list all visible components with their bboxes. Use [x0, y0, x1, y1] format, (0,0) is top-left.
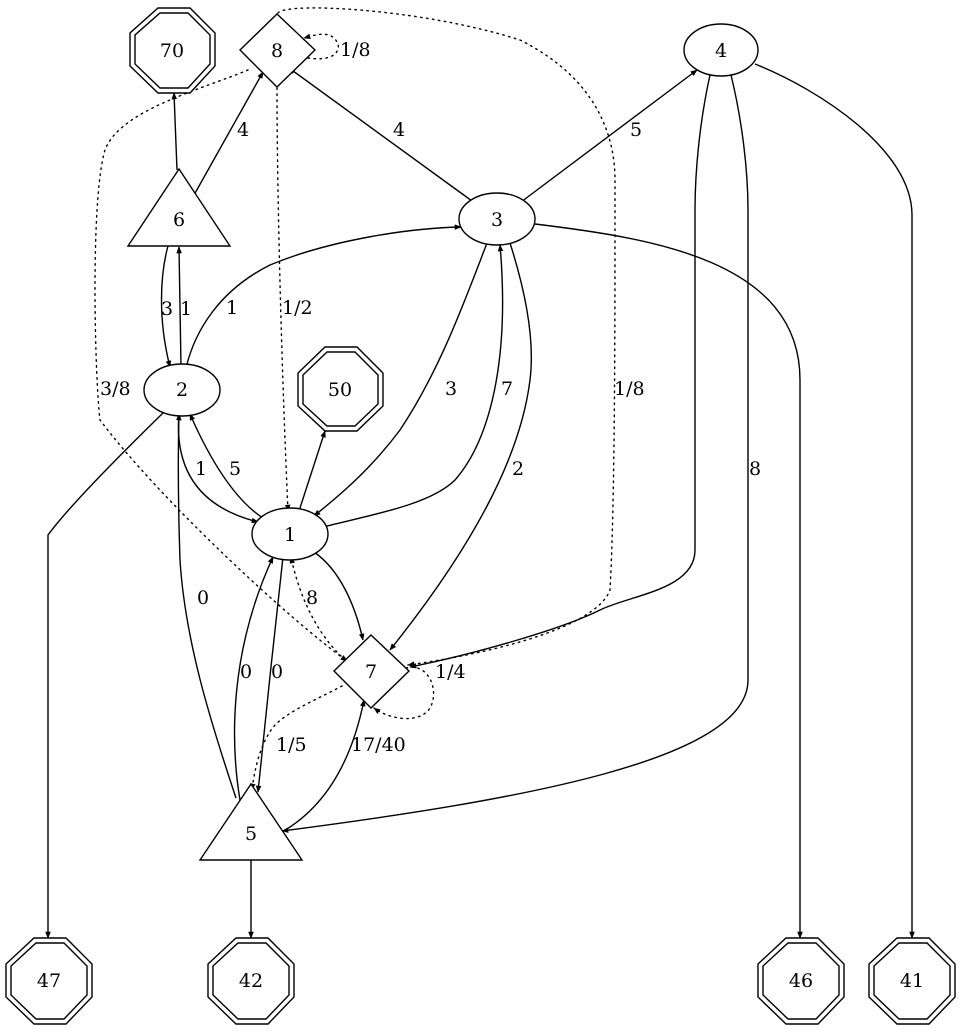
node-label-46: 46 — [789, 970, 813, 992]
node-70[interactable]: 70 — [129, 7, 216, 94]
edge-label-1-5: 0 — [271, 661, 283, 683]
edge-label-2-6: 1 — [180, 298, 192, 320]
edge-label-3-1: 3 — [445, 378, 457, 400]
edge-label-1-2: 5 — [229, 458, 241, 480]
node-1[interactable]: 1 — [251, 507, 329, 561]
node-5[interactable]: 5 — [198, 782, 304, 861]
edge-1-5: 0 — [255, 556, 284, 793]
edge-3-4: 5 — [520, 69, 698, 203]
node-label-2: 2 — [176, 379, 188, 401]
edge-2-6: 1 — [176, 246, 192, 368]
edge-6-8: 4 — [193, 71, 264, 196]
edge-1-50 — [298, 430, 326, 512]
edge-8-8: 1/8 — [303, 33, 371, 61]
edge-label-4-5: 8 — [749, 458, 761, 480]
edge-3-1: 3 — [313, 242, 488, 517]
edge-label-5-2: 0 — [197, 587, 209, 609]
edge-label-7-7: 1/4 — [435, 661, 466, 683]
node-label-47: 47 — [37, 970, 61, 992]
edge-4-5: 8 — [281, 74, 761, 833]
node-4[interactable]: 4 — [683, 23, 759, 77]
node-42[interactable]: 42 — [207, 937, 295, 1025]
edge-label-1-3: 7 — [501, 378, 513, 400]
node-41[interactable]: 41 — [868, 937, 956, 1025]
edge-label-2-3: 1 — [226, 297, 238, 319]
edge-3-46 — [534, 223, 803, 939]
edge-7-1: 8 — [289, 556, 351, 665]
node-label-8: 8 — [271, 40, 283, 62]
edge-5-2: 0 — [176, 413, 237, 799]
edge-label-6-2: 3 — [161, 298, 173, 320]
node-label-41: 41 — [900, 970, 924, 992]
edge-label-7-1: 8 — [306, 587, 318, 609]
node-46[interactable]: 46 — [757, 937, 845, 1025]
node-3[interactable]: 3 — [458, 192, 536, 246]
edge-label-3-8: 4 — [393, 119, 405, 141]
edge-4-41 — [754, 63, 915, 939]
edge-label-7-5: 1/5 — [276, 734, 307, 756]
edge-3-8: 4 — [288, 67, 473, 202]
edge-7-5: 1/5 — [249, 685, 343, 791]
edge-8-7-left: 3/8 — [94, 69, 348, 662]
edge-label-3-7: 2 — [512, 458, 524, 480]
edge-label-3-4: 5 — [630, 119, 642, 141]
node-8[interactable]: 8 — [239, 13, 317, 88]
edge-6-70 — [171, 92, 178, 171]
edge-label-5-1: 0 — [240, 661, 252, 683]
edge-label-8-7-left: 3/8 — [100, 378, 131, 400]
node-7[interactable]: 7 — [333, 634, 411, 709]
edge-1-3: 7 — [322, 244, 513, 528]
node-47[interactable]: 47 — [5, 937, 93, 1025]
edge-5-1: 0 — [233, 556, 274, 801]
edge-1-7 — [313, 551, 365, 641]
edge-6-2: 3 — [160, 245, 173, 368]
edge-8-7-right: 1/8 — [277, 7, 645, 667]
edge-1-2: 5 — [189, 413, 264, 519]
edge-label-5-7: 17/40 — [351, 734, 406, 756]
edge-7-7: 1/4 — [373, 661, 466, 720]
node-label-50: 50 — [328, 379, 352, 401]
node-6[interactable]: 6 — [126, 167, 232, 247]
node-label-70: 70 — [160, 40, 184, 62]
edge-label-8-1: 1/2 — [282, 297, 313, 319]
node-label-6: 6 — [173, 209, 185, 231]
edges: 1/8 1/2 3/8 1/8 4 3 — [45, 7, 915, 939]
node-label-5: 5 — [245, 823, 257, 845]
edge-3-7: 2 — [389, 242, 532, 651]
nodes: 70 8 4 6 3 2 50 — [5, 7, 956, 1025]
edge-2-3: 1 — [185, 224, 462, 369]
edge-label-6-8: 4 — [237, 119, 249, 141]
edge-5-7: 17/40 — [281, 699, 406, 833]
edge-label-2-1: 1 — [195, 458, 207, 480]
edge-label-8-8: 1/8 — [340, 39, 371, 61]
edge-4-7 — [409, 74, 711, 669]
node-50[interactable]: 50 — [297, 346, 384, 432]
edge-8-1: 1/2 — [276, 87, 313, 512]
node-label-7: 7 — [365, 661, 377, 683]
edge-2-47 — [45, 412, 164, 939]
node-label-4: 4 — [715, 40, 727, 62]
node-label-1: 1 — [284, 524, 296, 546]
node-label-3: 3 — [491, 209, 503, 231]
node-2[interactable]: 2 — [143, 363, 221, 417]
node-label-42: 42 — [239, 970, 263, 992]
edge-label-8-7-right: 1/8 — [614, 378, 645, 400]
